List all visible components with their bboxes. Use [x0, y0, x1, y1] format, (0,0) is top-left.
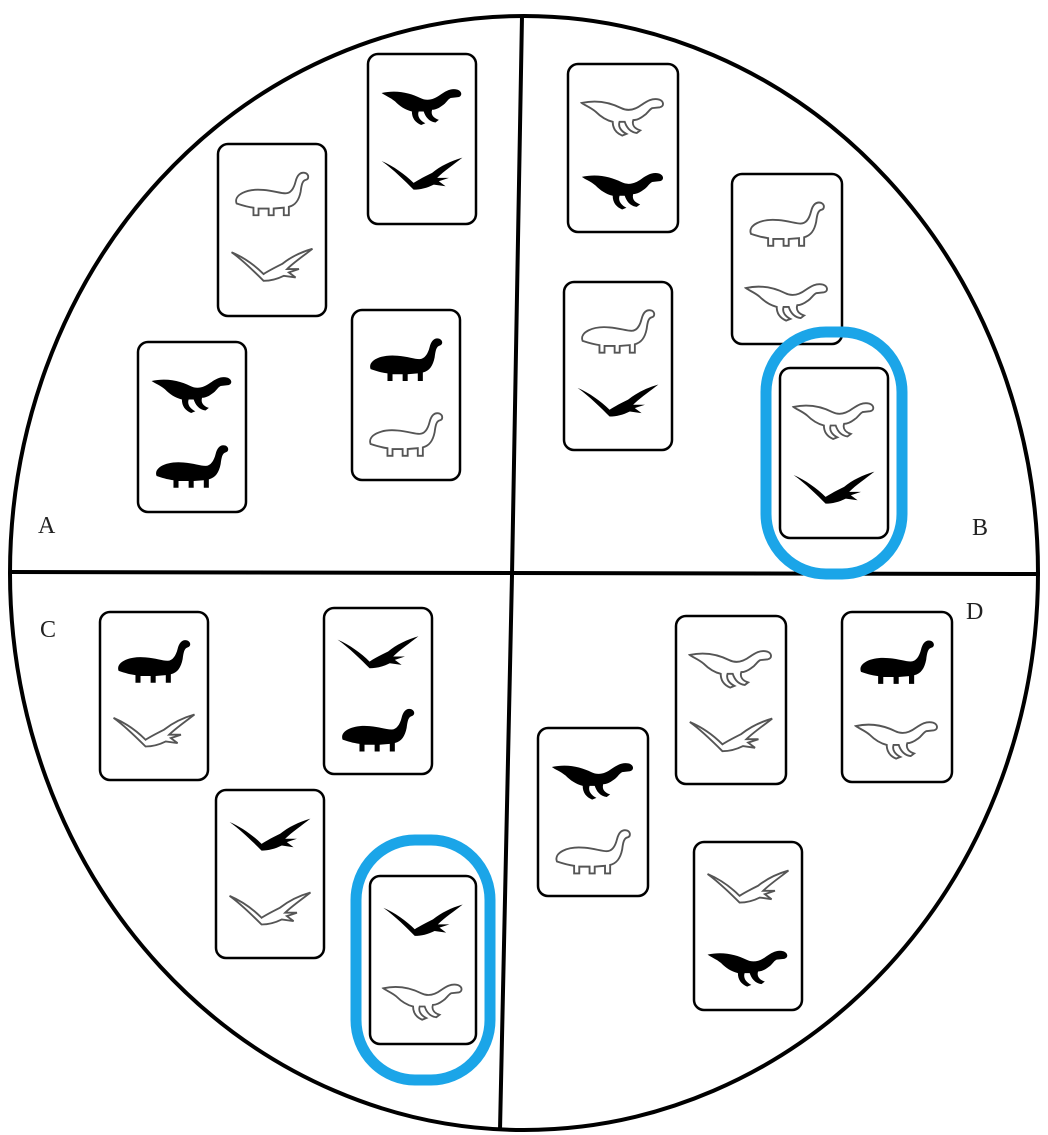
card-b-3: [564, 282, 672, 450]
card-c-4: [356, 840, 490, 1080]
card-a-1: [368, 54, 476, 224]
card-d-2: [842, 612, 952, 782]
card-border: [780, 368, 888, 538]
card-border: [368, 54, 476, 224]
quadrant-label-b: B: [972, 516, 988, 540]
quadrant-label-c: C: [40, 618, 56, 642]
card-border: [564, 282, 672, 450]
cards-layer: [100, 54, 952, 1080]
card-a-4: [138, 342, 246, 512]
card-b-2: [732, 174, 842, 344]
card-c-3: [216, 790, 324, 958]
card-border: [218, 144, 326, 316]
quadrant-label-a: A: [38, 514, 55, 538]
quadrant-label-d: D: [966, 600, 983, 624]
card-b-4: [766, 332, 902, 574]
horizontal-divider: [10, 572, 1040, 574]
card-a-3: [352, 310, 460, 480]
card-a-2: [218, 144, 326, 316]
card-border: [676, 616, 786, 784]
card-b-1: [568, 64, 678, 232]
card-c-2: [324, 608, 432, 774]
card-c-1: [100, 612, 208, 780]
card-d-3: [538, 728, 648, 896]
card-d-1: [676, 616, 786, 784]
card-border: [216, 790, 324, 958]
card-border: [100, 612, 208, 780]
card-d-4: [694, 842, 802, 1010]
